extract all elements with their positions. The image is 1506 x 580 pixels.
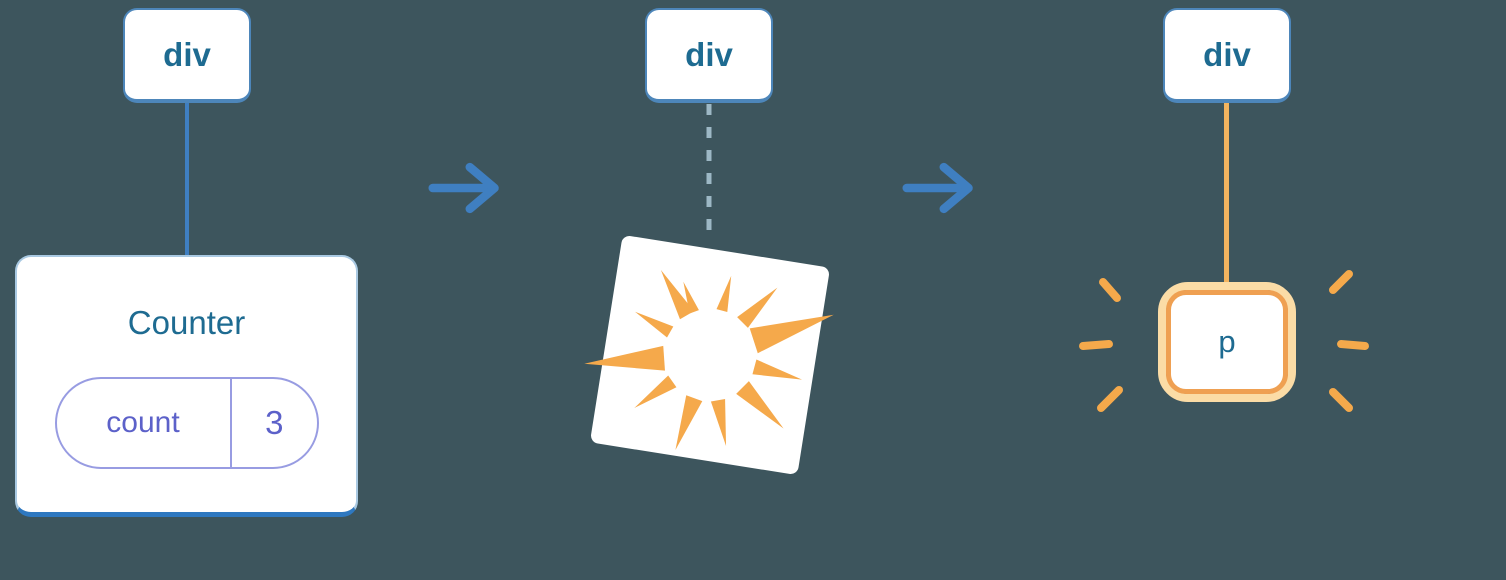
p-tag-box: p (1166, 290, 1288, 394)
stage1-counter-component-card: Counter count 3 (15, 255, 358, 517)
stage2-div-tag-label: div (685, 35, 733, 73)
stage1-div-tag-label: div (163, 35, 211, 73)
stage1-div-tag-card: div (123, 8, 251, 103)
counter-state-pill: count 3 (54, 377, 319, 469)
p-tag-label: p (1218, 324, 1236, 359)
state-pill-divider (229, 379, 232, 467)
stage1-connector-line (185, 103, 189, 255)
stage3-orange-connector-line (1224, 103, 1229, 287)
state-key-label: count (106, 406, 180, 439)
counter-title: Counter (127, 304, 246, 341)
stage3-div-tag-label: div (1203, 35, 1251, 73)
stage2-div-tag-card: div (645, 8, 773, 103)
sparkle-rays-icon (1079, 270, 1369, 412)
stage3-div-tag-card: div (1163, 8, 1291, 103)
poof-burst-icon (584, 236, 834, 474)
state-value-label: 3 (265, 404, 284, 441)
arrow-right-icon (428, 162, 499, 214)
arrow-right-icon (902, 162, 973, 214)
stage3-p-element-card: p (1158, 282, 1296, 402)
poof-rays (584, 269, 834, 451)
